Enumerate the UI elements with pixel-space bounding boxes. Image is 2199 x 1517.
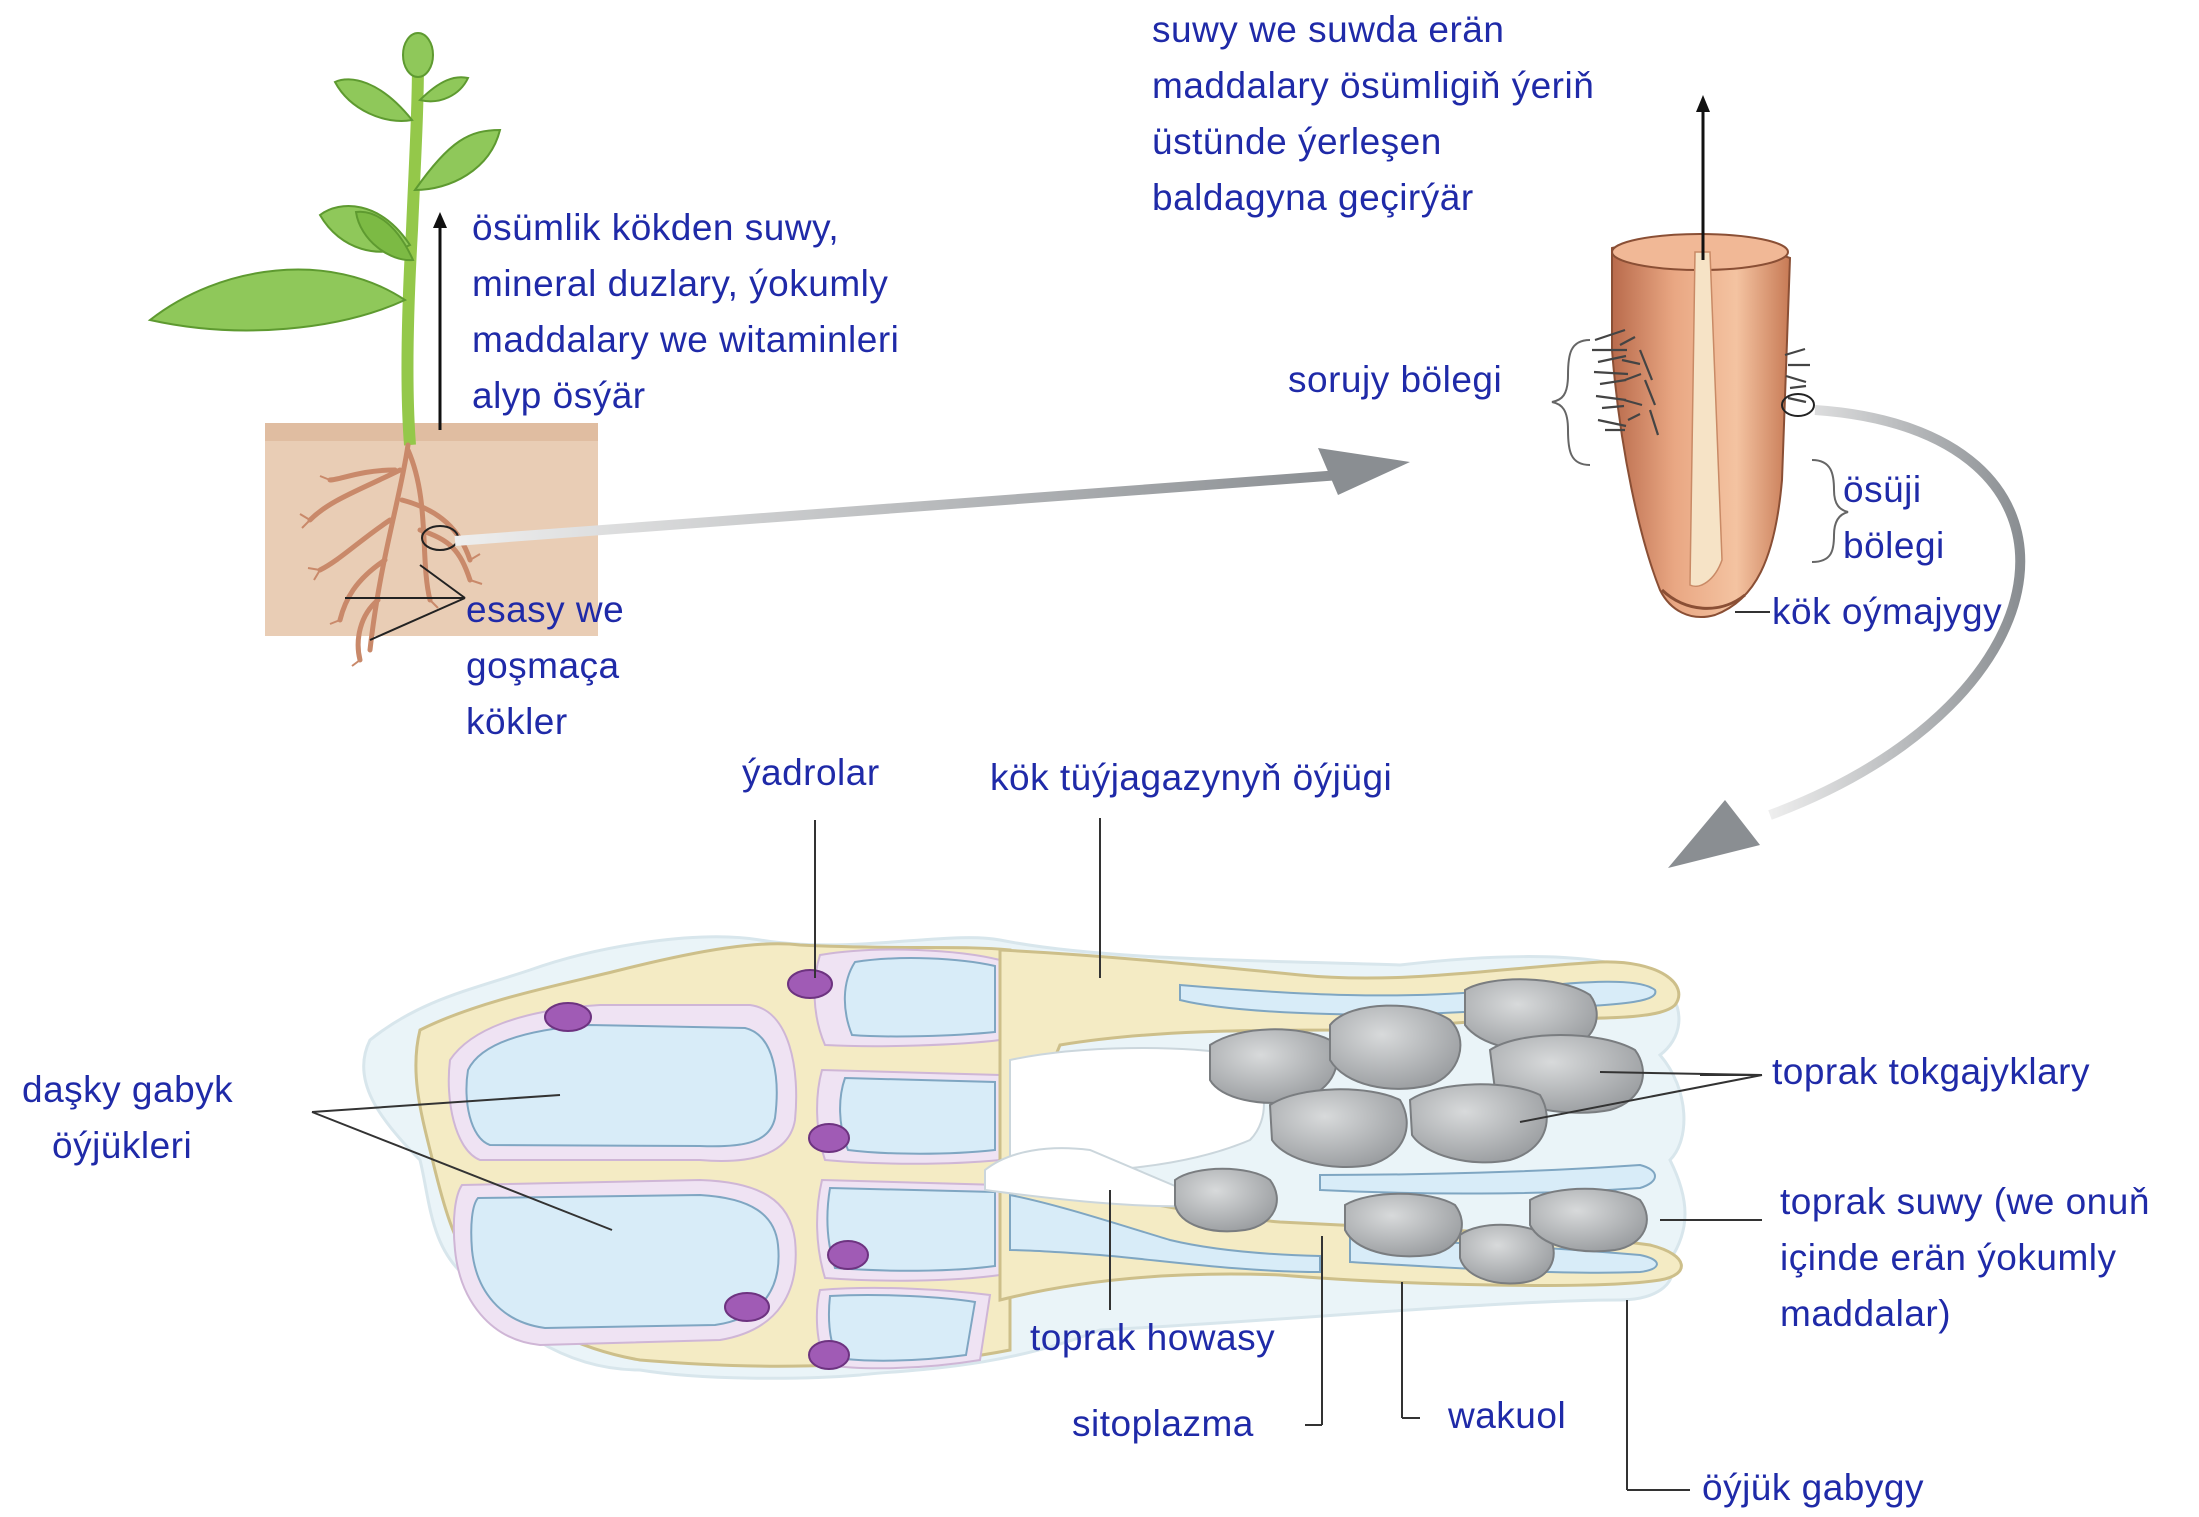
- soil-particle: [1270, 1089, 1407, 1167]
- nucleus: [788, 970, 832, 998]
- label-soil-water: toprak suwy (we onuň içinde erän ýokumly…: [1780, 1174, 2150, 1342]
- soil-particle: [1530, 1189, 1647, 1252]
- vacuole: [845, 958, 995, 1036]
- up-arrow-head: [433, 212, 447, 228]
- label-roots: esasy we goşmaça kökler: [466, 582, 624, 750]
- plant-leaf: [150, 270, 405, 331]
- label-growth-zone: ösüji bölegi: [1843, 462, 1945, 574]
- soil-particle: [1330, 1006, 1460, 1089]
- label-soil-particles: toprak tokgajyklary: [1772, 1044, 2090, 1100]
- label-grow-up: ösümlik kökden suwy, mineral duzlary, ýo…: [472, 200, 899, 424]
- plant-leaf: [420, 77, 468, 101]
- nucleus: [545, 1003, 591, 1031]
- zoom-circle-marker: [1782, 394, 1814, 416]
- label-vacuole: wakuol: [1448, 1388, 1566, 1444]
- label-absorb-zone: sorujy bölegi: [1288, 352, 1502, 408]
- vacuole: [840, 1078, 995, 1154]
- nucleus: [809, 1124, 849, 1152]
- label-water-up: suwy we suwda erän maddalary ösümligiň ý…: [1152, 2, 1594, 226]
- root-tip-illustration: [1552, 95, 1848, 617]
- nucleus: [809, 1341, 849, 1369]
- label-nuclei: ýadrolar: [742, 745, 880, 801]
- plant-bud: [403, 33, 433, 77]
- label-cortex-cells: daşky gabyk öýjükleri: [22, 1062, 233, 1174]
- transport-arrow-head: [1696, 95, 1710, 112]
- plant-leaf: [335, 79, 412, 121]
- nucleus: [828, 1241, 868, 1269]
- vacuole: [466, 1025, 776, 1146]
- label-root-cap: kök oýmajygy: [1772, 584, 2002, 640]
- absorb-zone-brace: [1552, 340, 1590, 465]
- root-hair-tissue: [364, 937, 1685, 1378]
- label-cytoplasm: sitoplazma: [1072, 1396, 1254, 1452]
- soil-particle: [1410, 1084, 1547, 1162]
- label-root-hair-cell: kök tüýjagazynyň öýjügi: [990, 750, 1392, 806]
- soil-particle: [1175, 1169, 1277, 1232]
- soil-particle: [1345, 1194, 1462, 1257]
- label-soil-air: toprak howasy: [1030, 1310, 1275, 1366]
- plant-leaf: [415, 130, 500, 190]
- nucleus: [725, 1293, 769, 1321]
- label-cell-wall: öýjük gabygy: [1702, 1460, 1924, 1516]
- vacuole: [829, 1295, 975, 1361]
- zoom-arrow-1: [455, 448, 1410, 541]
